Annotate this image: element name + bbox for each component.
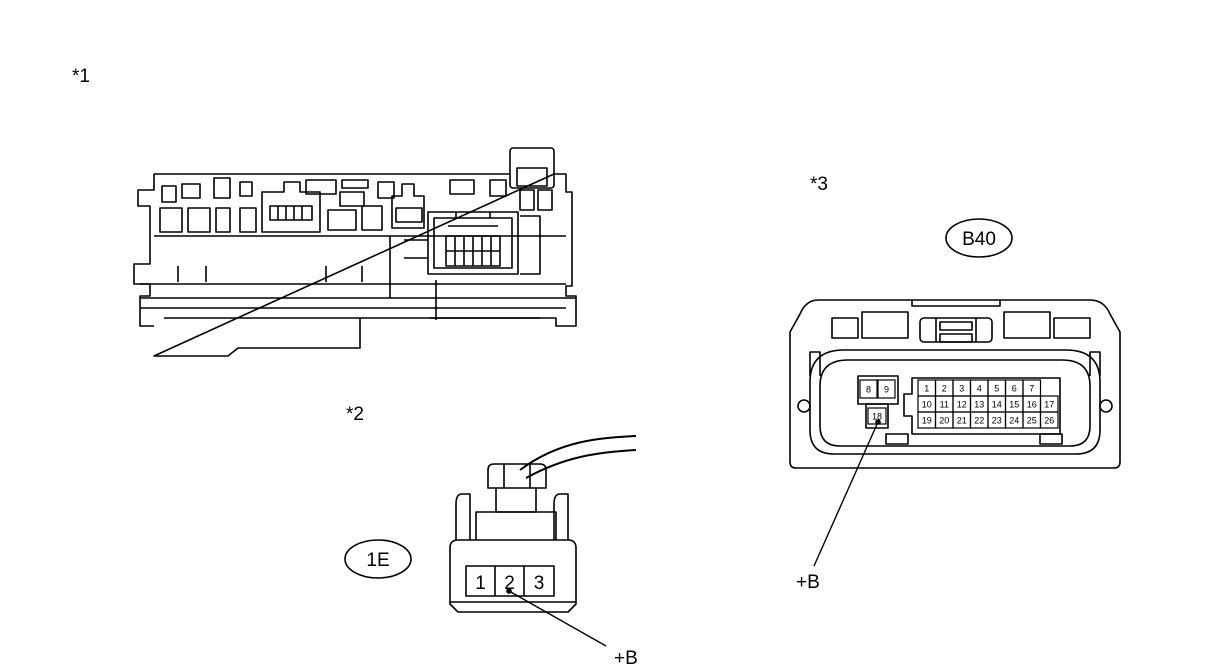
b40-pin-label: 16 <box>1027 400 1037 410</box>
b40-pin-label: 1 <box>924 384 929 394</box>
b40-pin-label: 22 <box>974 416 984 426</box>
figure-label-2: *2 <box>346 404 364 425</box>
b40-pin-label: 2 <box>942 384 947 394</box>
callout-plus-b-b40: +B <box>796 572 820 593</box>
b40-pin-cell <box>859 379 878 399</box>
connector-1e-drawing <box>449 435 637 647</box>
pin-1e-3: 3 <box>534 573 545 594</box>
connector-b40-drawing <box>789 299 1121 567</box>
b40-pin-cell <box>1039 411 1059 429</box>
b40-pin-label: 4 <box>977 384 982 394</box>
b40-pin-label: 24 <box>1009 416 1019 426</box>
pin-1e-2: 2 <box>504 573 515 594</box>
b40-pin-label: 23 <box>992 416 1002 426</box>
b40-pin-cell <box>877 379 896 399</box>
b40-pin-label: 21 <box>957 416 967 426</box>
b40-pin-label: 10 <box>922 400 932 410</box>
b40-pin-label: 12 <box>957 400 967 410</box>
b40-pin-cell <box>867 407 887 425</box>
b40-pin-label: 19 <box>922 416 932 426</box>
b40-pin-label: 14 <box>992 400 1002 410</box>
b40-pin-label: 6 <box>1012 384 1017 394</box>
pin-1e-1: 1 <box>475 573 486 594</box>
b40-pin-label: 5 <box>994 384 999 394</box>
b40-pin-label: 17 <box>1044 400 1054 410</box>
connector-id-b40: B40 <box>962 229 996 250</box>
b40-pin-label: 26 <box>1044 416 1054 426</box>
b40-pin-label: 15 <box>1009 400 1019 410</box>
callout-plus-b-1e: +B <box>614 648 638 669</box>
b40-pin-label: 20 <box>939 416 949 426</box>
connector-id-bubble-b40 <box>945 218 1013 258</box>
b40-pin-label: 25 <box>1027 416 1037 426</box>
b40-pin-label: 7 <box>1029 384 1034 394</box>
b40-pin-label: 11 <box>940 400 949 410</box>
b40-pin-label: 9 <box>884 385 889 395</box>
b40-pin-label: 3 <box>959 384 964 394</box>
b40-pin-label: 13 <box>974 400 984 410</box>
component-unit-drawing <box>133 147 577 357</box>
figure-label-1: *1 <box>72 66 90 87</box>
connector-id-bubble-1e <box>344 539 412 579</box>
b40-pin-label: 8 <box>866 385 871 395</box>
b40-pin-label: 18 <box>872 412 882 422</box>
figure-label-3: *3 <box>810 174 828 195</box>
connector-id-1e: 1E <box>366 550 389 571</box>
